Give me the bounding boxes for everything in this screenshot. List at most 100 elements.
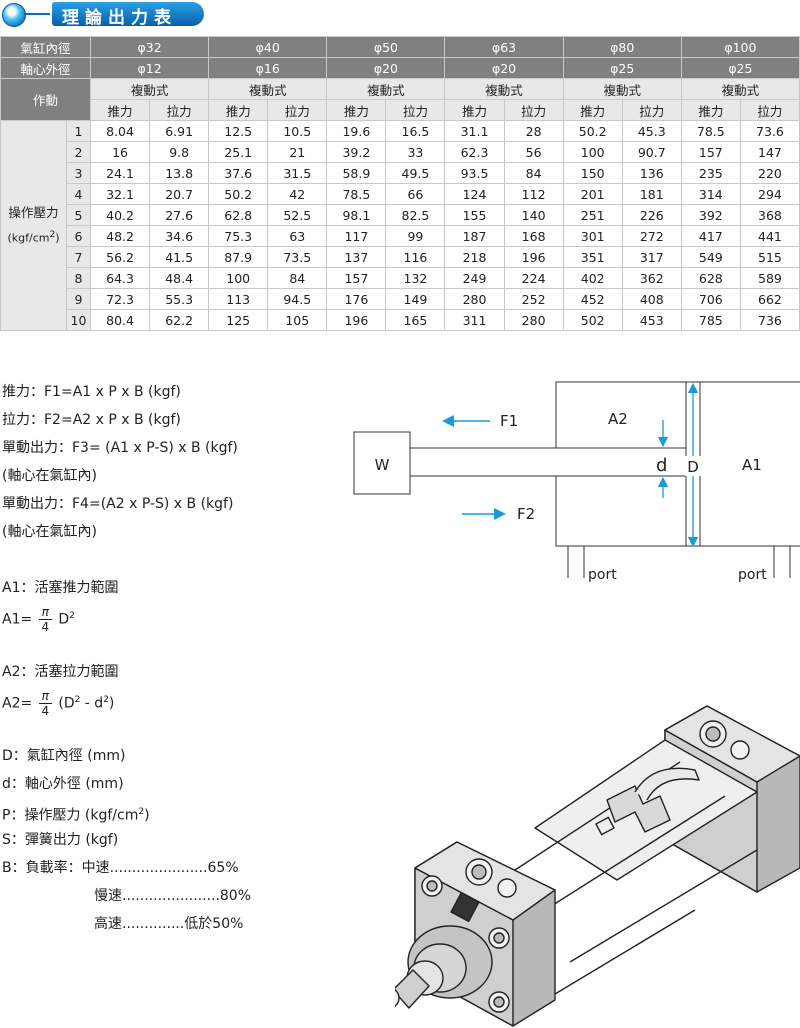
force-cell: 351: [562, 246, 623, 268]
force-cell: 98.1: [326, 204, 387, 226]
force-cell: 21: [267, 141, 328, 163]
banner-tag: [52, 2, 204, 26]
force-cell: 73.5: [267, 246, 328, 268]
force-cell: 785: [680, 309, 741, 331]
pressure-value: 3: [65, 162, 92, 184]
formula-f4-note: (軸心在氣缸內): [2, 524, 97, 540]
force-cell: 252: [503, 288, 564, 310]
pressure-label-line1: 操作壓力: [8, 204, 59, 220]
force-cell: 157: [326, 267, 387, 289]
rod-size-cell: φ20: [326, 57, 446, 79]
force-cell: 19.6: [326, 120, 387, 142]
force-cell: 75.3: [208, 225, 269, 247]
rod-label: 軸心外徑: [0, 57, 92, 79]
pull-header: 拉力: [739, 99, 800, 121]
force-cell: 417: [680, 225, 741, 247]
pull-header: 拉力: [621, 99, 682, 121]
push-header: 推力: [326, 99, 387, 121]
force-cell: 362: [621, 267, 682, 289]
def-load-fast: 高速..............低於50%: [94, 916, 244, 932]
force-cell: 196: [326, 309, 387, 331]
force-cell: 52.5: [267, 204, 328, 226]
iso-label-plate: [450, 891, 480, 923]
page-title: 理論出力表: [62, 8, 177, 28]
force-cell: 149: [385, 288, 446, 310]
force-cell: 226: [621, 204, 682, 226]
force-cell: 280: [444, 288, 505, 310]
force-cell: 28: [503, 120, 564, 142]
force-cell: 90.7: [621, 141, 682, 163]
f2-label: F2: [517, 505, 535, 523]
force-cell: 6.91: [149, 120, 210, 142]
push-header: 推力: [208, 99, 269, 121]
force-cell: 9.8: [149, 141, 210, 163]
force-cell: 56: [503, 141, 564, 163]
force-cell: 12.5: [208, 120, 269, 142]
force-cell: 150: [562, 162, 623, 184]
pull-header: 拉力: [503, 99, 564, 121]
def-spring: S：彈簧出力 (kgf): [2, 832, 119, 848]
pressure-unit: (kgf/cm2): [7, 229, 60, 245]
force-cell: 116: [385, 246, 446, 268]
pressure-value: 4: [65, 183, 92, 205]
force-cell: 39.2: [326, 141, 387, 163]
force-cell: 147: [739, 141, 800, 163]
bullet-icon: [2, 3, 26, 27]
force-cell: 301: [562, 225, 623, 247]
force-cell: 42: [267, 183, 328, 205]
action-type-cell: 複動式: [680, 78, 800, 100]
force-cell: 452: [562, 288, 623, 310]
force-cell: 140: [503, 204, 564, 226]
load-block: [353, 431, 411, 495]
force-cell: 8.04: [90, 120, 151, 142]
def-pressure: P：操作壓力 (kgf/cm2): [2, 807, 150, 824]
force-cell: 628: [680, 267, 741, 289]
force-cell: 80.4: [90, 309, 151, 331]
force-cell: 100: [562, 141, 623, 163]
rod-end: [395, 988, 400, 1008]
force-cell: 41.5: [149, 246, 210, 268]
cylinder-bottom: [555, 476, 800, 547]
def-rod: d：軸心外徑 (mm): [2, 776, 124, 792]
force-cell: 662: [739, 288, 800, 310]
force-cell: 16.5: [385, 120, 446, 142]
force-cell: 181: [621, 183, 682, 205]
push-header: 推力: [90, 99, 151, 121]
rod-size-cell: φ25: [562, 57, 682, 79]
force-cell: 136: [621, 162, 682, 184]
rod-nut: [395, 969, 430, 1009]
force-cell: 31.1: [444, 120, 505, 142]
force-cell: 66: [385, 183, 446, 205]
force-cell: 196: [503, 246, 564, 268]
force-cell: 502: [562, 309, 623, 331]
force-cell: 40.2: [90, 204, 151, 226]
force-cell: 176: [326, 288, 387, 310]
formula-f3: 單動出力：F3= (A1 x P-S) x B (kgf): [2, 440, 238, 456]
force-cell: 78.5: [680, 120, 741, 142]
formula-f4: 單動出力：F4=(A2 x P-S) x B (kgf): [2, 496, 234, 512]
action-type-cell: 複動式: [326, 78, 446, 100]
pressure-value: 1: [65, 120, 92, 142]
force-cell: 37.6: [208, 162, 269, 184]
bore-size-cell: φ50: [326, 36, 446, 58]
force-cell: 34.6: [149, 225, 210, 247]
push-pull-row: 推力拉力推力拉力推力拉力推力拉力推力拉力推力拉力: [1, 99, 800, 121]
force-cell: 31.5: [267, 162, 328, 184]
force-cell: 64.3: [90, 267, 151, 289]
force-cell: 24.1: [90, 162, 151, 184]
pull-header: 拉力: [267, 99, 328, 121]
force-cell: 157: [680, 141, 741, 163]
banner-line: [24, 13, 50, 15]
force-cell: 441: [739, 225, 800, 247]
bore-size-cell: φ32: [90, 36, 210, 58]
force-cell: 168: [503, 225, 564, 247]
bore-size-cell: φ100: [680, 36, 800, 58]
force-cell: 137: [326, 246, 387, 268]
